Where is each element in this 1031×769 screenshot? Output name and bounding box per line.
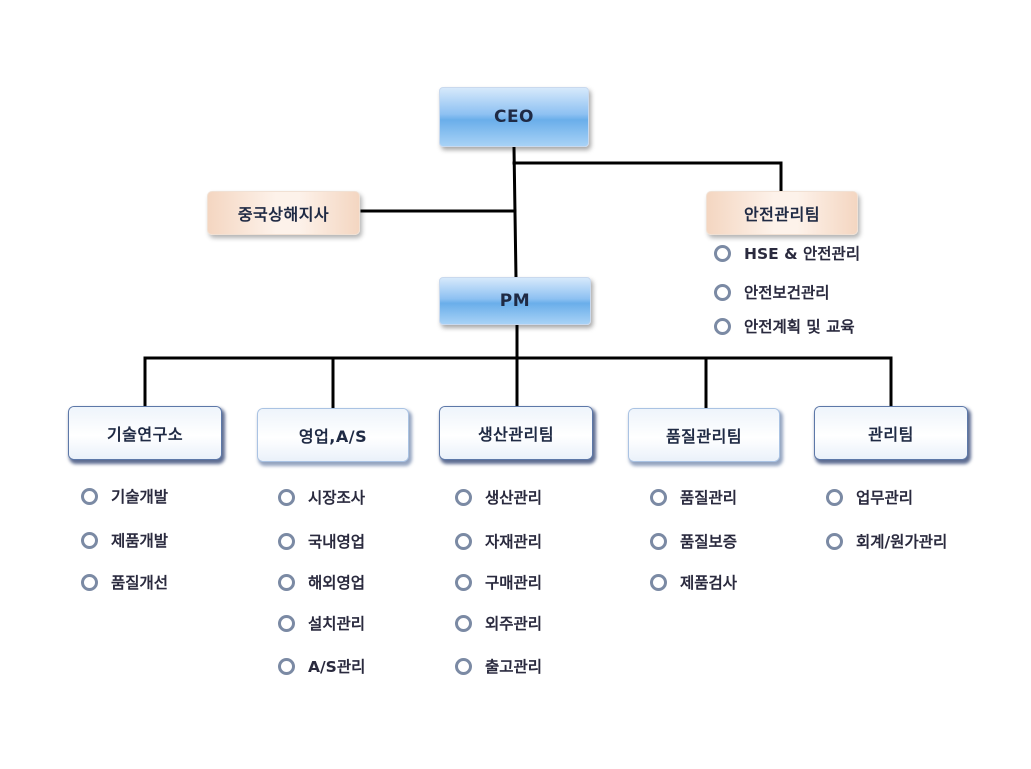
circle-bullet-icon: [81, 573, 98, 591]
dept-item-label: 시장조사: [308, 489, 366, 507]
dept-item-label: 설치관리: [308, 615, 366, 633]
dept-item-label: 해외영업: [308, 574, 366, 592]
circle-bullet-icon: [650, 488, 667, 506]
dept-item-label: 제품개발: [111, 532, 169, 550]
circle-bullet-icon: [455, 532, 472, 550]
dept-item-label: 기술개발: [111, 488, 169, 506]
dept-item-label: 품질보증: [680, 533, 738, 551]
dept-item: 품질관리: [650, 486, 737, 508]
circle-bullet-icon: [278, 532, 295, 550]
dept-item-label: 품질개선: [111, 574, 169, 592]
safety-team-label: 안전관리팀: [743, 205, 821, 224]
pm-box: PM: [439, 277, 591, 325]
safety-item-label: 안전보건관리: [744, 284, 830, 302]
dept-item: 자재관리: [455, 530, 542, 552]
circle-bullet-icon: [455, 657, 472, 675]
dept-title: 관리팀: [868, 425, 914, 444]
ceo-label: CEO: [493, 107, 535, 127]
dept-item-label: 품질관리: [680, 489, 738, 507]
dept-item-label: 국내영업: [308, 533, 366, 551]
circle-bullet-icon: [278, 488, 295, 506]
dept-item: 국내영업: [278, 530, 365, 552]
dept-item-label: 외주관리: [485, 615, 543, 633]
dept-box-quality: 품질관리팀: [629, 409, 779, 461]
dept-title: 품질관리팀: [665, 427, 743, 446]
dept-item: 제품개발: [81, 529, 168, 551]
dept-item: 설치관리: [278, 612, 365, 634]
dept-item-label: 생산관리: [485, 489, 543, 507]
dept-item: A/S관리: [278, 655, 365, 677]
china-branch-box: 중국상해지사: [207, 191, 360, 235]
circle-bullet-icon: [650, 532, 667, 550]
circle-bullet-icon: [826, 488, 843, 506]
dept-item: 출고관리: [455, 655, 542, 677]
circle-bullet-icon: [455, 573, 472, 591]
dept-item: 생산관리: [455, 486, 542, 508]
dept-item: 품질개선: [81, 571, 168, 593]
circle-bullet-icon: [714, 317, 731, 335]
dept-item-label: 제품검사: [680, 574, 738, 592]
circle-bullet-icon: [826, 532, 843, 550]
circle-bullet-icon: [278, 614, 295, 632]
safety-item-label: 안전계획 및 교육: [744, 318, 855, 336]
dept-box-sales: 영업,A/S: [258, 409, 408, 461]
safety-team-box: 안전관리팀: [706, 191, 858, 235]
dept-item: 회계/원가관리: [826, 530, 947, 552]
dept-item-label: 구매관리: [485, 574, 543, 592]
dept-title: 영업,A/S: [298, 427, 368, 446]
circle-bullet-icon: [81, 531, 98, 549]
circle-bullet-icon: [650, 573, 667, 591]
dept-box-production: 생산관리팀: [440, 407, 592, 459]
safety-item: 안전보건관리: [714, 281, 830, 303]
safety-item: HSE & 안전관리: [714, 242, 860, 264]
dept-item-label: 출고관리: [485, 658, 543, 676]
dept-box-admin: 관리팀: [815, 407, 967, 459]
safety-item: 안전계획 및 교육: [714, 315, 855, 337]
dept-item-label: 회계/원가관리: [856, 533, 948, 551]
dept-title: 생산관리팀: [477, 425, 555, 444]
dept-item: 업무관리: [826, 486, 913, 508]
pm-label: PM: [499, 291, 531, 311]
dept-box-rnd: 기술연구소: [69, 407, 221, 459]
dept-item: 제품검사: [650, 571, 737, 593]
safety-item-label: HSE & 안전관리: [744, 245, 861, 263]
circle-bullet-icon: [455, 614, 472, 632]
dept-item: 외주관리: [455, 612, 542, 634]
dept-item-label: A/S관리: [308, 658, 366, 676]
circle-bullet-icon: [455, 488, 472, 506]
circle-bullet-icon: [81, 487, 98, 505]
ceo-to-pm-line: [512, 146, 518, 280]
circle-bullet-icon: [278, 573, 295, 591]
dept-item-label: 자재관리: [485, 533, 543, 551]
dept-item: 시장조사: [278, 486, 365, 508]
circle-bullet-icon: [714, 244, 731, 262]
dept-item: 기술개발: [81, 485, 168, 507]
circle-bullet-icon: [278, 657, 295, 675]
china-branch-label: 중국상해지사: [237, 205, 330, 224]
dept-item: 해외영업: [278, 571, 365, 593]
ceo-box: CEO: [439, 87, 589, 147]
dept-item: 품질보증: [650, 530, 737, 552]
circle-bullet-icon: [714, 283, 731, 301]
dept-item-label: 업무관리: [856, 489, 914, 507]
dept-item: 구매관리: [455, 571, 542, 593]
dept-title: 기술연구소: [106, 425, 184, 444]
